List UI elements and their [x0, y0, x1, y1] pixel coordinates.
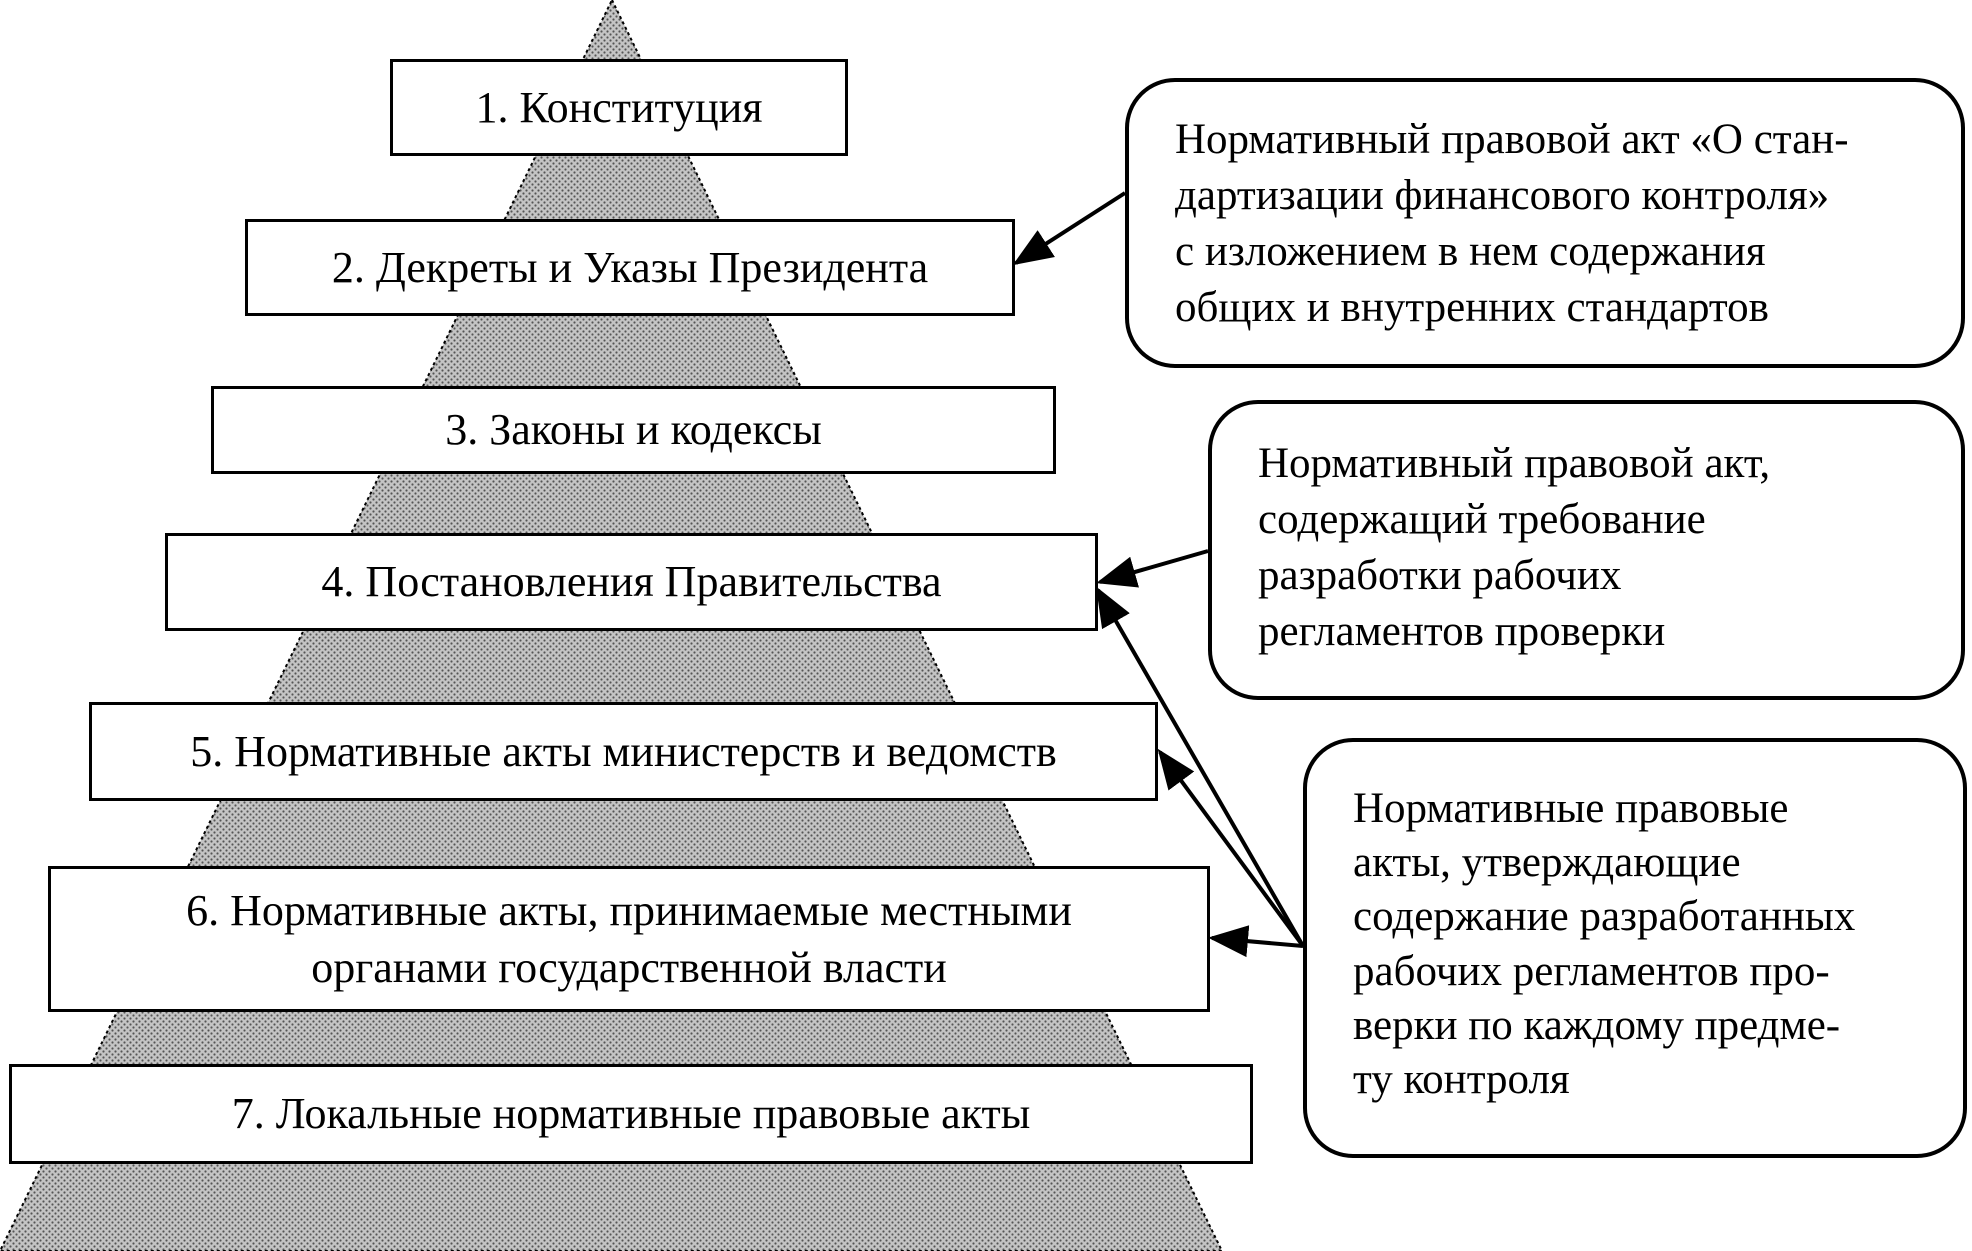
level-4-text: 4. Постановления Правительства [321, 557, 942, 607]
level-7-box: 7. Локальные нормативные правовые акты [9, 1064, 1253, 1164]
level-1-box: 1. Конституция [390, 59, 848, 156]
note-3-line-3: содержание разработанных [1353, 893, 1856, 941]
note-2-line-2: содержащий требование [1258, 495, 1706, 543]
level-7-text: 7. Локальные нормативные правовые акты [231, 1089, 1031, 1139]
note-approving-acts: Нормативные правовые акты, утверждающие … [1303, 738, 1967, 1158]
level-5-text: 5. Нормативные акты министерств и ведомс… [190, 726, 1057, 776]
note-1-line-1: Нормативный правовой акт «О стан- [1175, 116, 1849, 163]
level-3-box: 3. Законы и кодексы [211, 386, 1056, 474]
note-3-line-1: Нормативные правовые [1353, 785, 1789, 832]
arrow-note1-to-level2 [1012, 191, 1127, 266]
level-6-box: 6. Нормативные акты, принимаемые местным… [48, 866, 1210, 1012]
note-standardization-act: Нормативный правовой акт «О стан- дартиз… [1125, 78, 1965, 368]
level-4-box: 4. Постановления Правительства [165, 533, 1098, 631]
note-3-line-4: рабочих регламентов про- [1353, 947, 1830, 995]
level-5-box: 5. Нормативные акты министерств и ведомс… [89, 702, 1158, 801]
level-1-text: 1. Конституция [475, 82, 763, 132]
arrow-note2-to-level4 [1096, 549, 1209, 588]
arrow-note3-to-level6 [1208, 925, 1304, 958]
note-2-line-3: разработки рабочих [1258, 551, 1622, 599]
note-1-line-2: дартизации финансового контроля» [1175, 171, 1830, 219]
note-1-line-4: общих и внутренних стандартов [1175, 283, 1769, 331]
note-3-line-2: акты, утверждающие [1353, 839, 1741, 887]
level-3-text: 3. Законы и кодексы [445, 405, 822, 455]
note-2-line-1: Нормативный правовой акт, [1258, 440, 1771, 487]
level-2-box: 2. Декреты и Указы Президента [245, 219, 1015, 316]
note-3-line-6: ту контроля [1353, 1055, 1570, 1103]
level-6-line-1: 6. Нормативные акты, принимаемые местным… [186, 885, 1072, 935]
note-1-line-3: с изложением в нем содержания [1175, 227, 1766, 275]
note-regulations-requirement: Нормативный правовой акт, содержащий тре… [1208, 400, 1965, 700]
level-2-text: 2. Декреты и Указы Президента [331, 242, 929, 292]
arrow-note3-to-level4 [1096, 586, 1305, 947]
note-2-line-4: регламентов проверки [1258, 607, 1666, 655]
level-6-line-2: органами государственной власти [311, 943, 947, 992]
arrow-note3-to-level5 [1157, 748, 1305, 948]
level-6-text: 6. Нормативные акты, принимаемые местным… [186, 882, 1072, 996]
note-3-line-5: верки по каждому предме- [1353, 1001, 1841, 1049]
